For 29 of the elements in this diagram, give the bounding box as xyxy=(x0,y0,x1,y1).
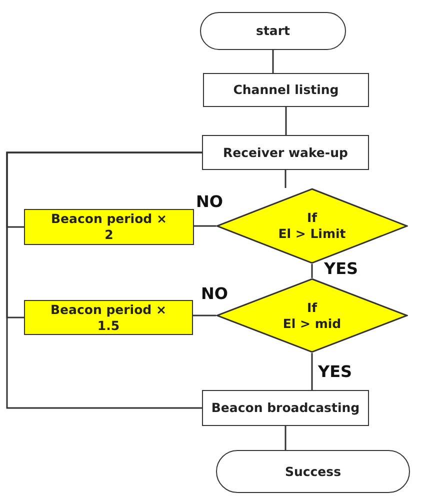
edge-label: NO xyxy=(201,284,228,303)
edge-label: NO xyxy=(196,192,223,211)
process-box xyxy=(24,209,194,245)
process-box xyxy=(24,300,193,335)
process-box xyxy=(202,390,369,426)
connector-line xyxy=(284,426,286,450)
node-text: Beacon period × 1.5 xyxy=(50,302,168,334)
connector-line xyxy=(194,225,216,227)
node-text: Beacon broadcasting xyxy=(211,400,360,416)
node-text: Beacon period × 2 xyxy=(50,211,168,243)
connector-line xyxy=(311,264,313,278)
node-text: start xyxy=(256,23,290,39)
process-box xyxy=(202,135,369,170)
node-text: El > mid xyxy=(282,316,342,332)
connector-line xyxy=(311,353,313,390)
node-text: El > Limit xyxy=(278,226,346,242)
node-text: If xyxy=(306,300,318,316)
edge-label: YES xyxy=(318,362,352,381)
process-box xyxy=(203,73,369,107)
node-text: Channel listing xyxy=(233,82,339,98)
node-text: If xyxy=(306,210,318,226)
node-text: Receiver wake-up xyxy=(223,144,348,160)
connector-line xyxy=(272,50,274,73)
connector-line xyxy=(284,170,286,188)
connector-line xyxy=(6,152,202,409)
edge-label: YES xyxy=(324,259,358,278)
connector-line xyxy=(193,314,216,316)
connector-line xyxy=(285,107,287,135)
node-text: Success xyxy=(284,464,342,480)
